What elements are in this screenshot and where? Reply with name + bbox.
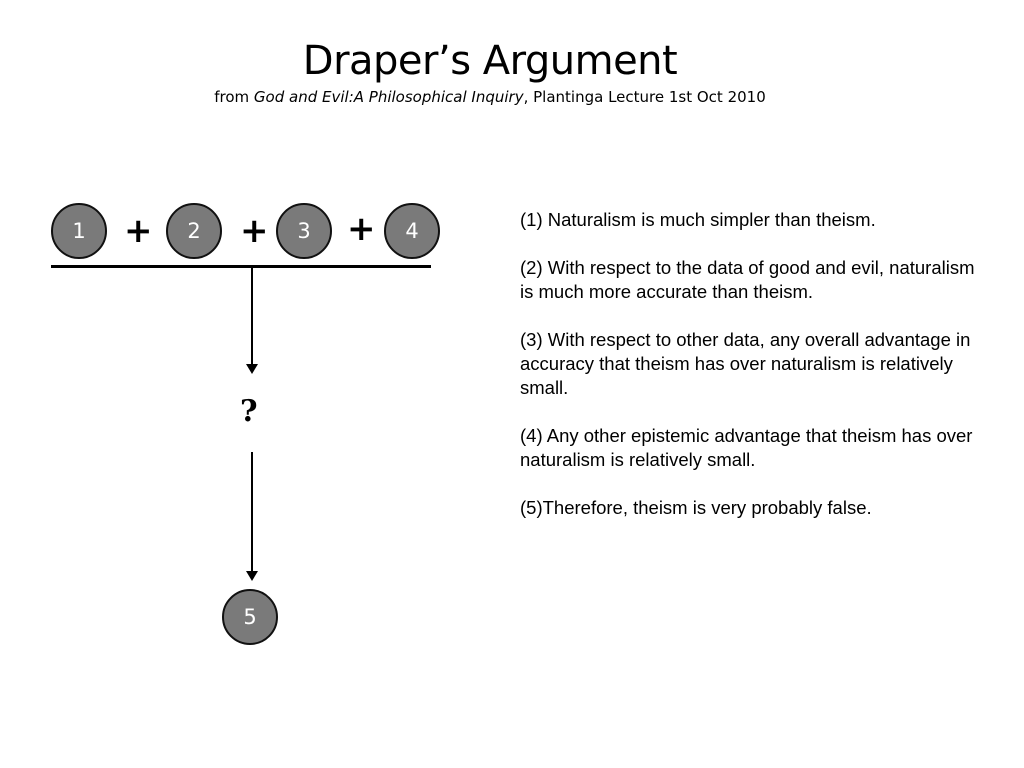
subtitle-prefix: from bbox=[214, 88, 254, 106]
plus-sign: + bbox=[347, 209, 376, 249]
conclusion-5: (5)Therefore, theism is very probably fa… bbox=[520, 497, 872, 518]
conclusion-node-5: 5 bbox=[222, 589, 278, 645]
arrow-line-lower bbox=[251, 452, 253, 574]
arrow-down-icon bbox=[246, 364, 258, 374]
sum-line bbox=[51, 265, 431, 268]
premise-node-3: 3 bbox=[276, 203, 332, 259]
premise-4: (4) Any other epistemic advantage that t… bbox=[520, 425, 973, 470]
premise-3: (3) With respect to other data, any over… bbox=[520, 329, 971, 398]
premise-list: (1) Naturalism is much simpler than thei… bbox=[520, 208, 990, 544]
premise-1: (1) Naturalism is much simpler than thei… bbox=[520, 209, 876, 230]
arrow-down-icon bbox=[246, 571, 258, 581]
premise-node-1: 1 bbox=[51, 203, 107, 259]
premise-node-2: 2 bbox=[166, 203, 222, 259]
plus-sign: + bbox=[124, 211, 153, 251]
unknown-inference-mark: ? bbox=[240, 394, 258, 429]
subtitle-book-title: God and Evil:A Philosophical Inquiry bbox=[253, 88, 524, 106]
slide-title: Draper’s Argument bbox=[302, 38, 678, 84]
subtitle-suffix: , Plantinga Lecture 1st Oct 2010 bbox=[523, 88, 766, 106]
plus-sign: + bbox=[240, 211, 269, 251]
arrow-line-upper bbox=[251, 267, 253, 367]
premise-node-4: 4 bbox=[384, 203, 440, 259]
slide-subtitle: from God and Evil:A Philosophical Inquir… bbox=[0, 88, 980, 106]
premise-2: (2) With respect to the data of good and… bbox=[520, 257, 975, 302]
